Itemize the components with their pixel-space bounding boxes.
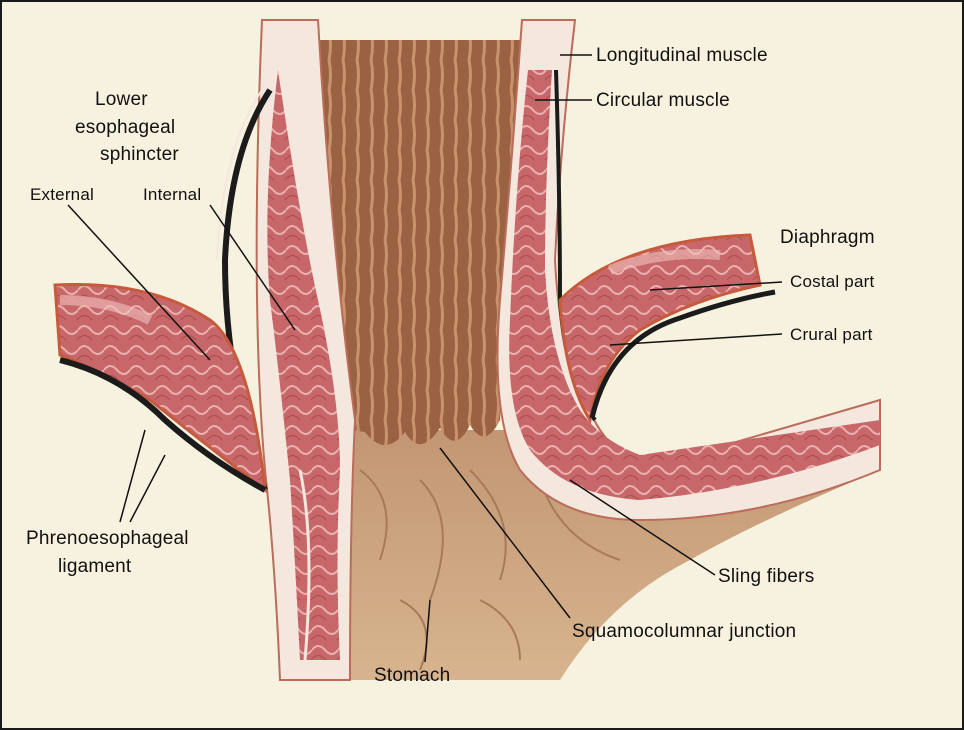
label-phrenoesophageal-line2: ligament <box>58 555 131 578</box>
label-circular-muscle: Circular muscle <box>596 89 730 112</box>
label-costal-part: Costal part <box>790 270 874 293</box>
label-external: External <box>30 183 94 206</box>
label-les-line3: sphincter <box>100 143 179 166</box>
label-les-line2: esophageal <box>75 116 175 139</box>
label-squamocolumnar-junction: Squamocolumnar junction <box>572 620 796 643</box>
label-longitudinal-muscle: Longitudinal muscle <box>596 44 768 67</box>
label-crural-part: Crural part <box>790 323 873 346</box>
label-internal: Internal <box>143 183 201 206</box>
label-diaphragm: Diaphragm <box>780 226 875 249</box>
label-stomach: Stomach <box>374 664 450 687</box>
label-sling-fibers: Sling fibers <box>718 565 814 588</box>
label-phrenoesophageal-line1: Phrenoesophageal <box>26 527 189 550</box>
label-les-line1: Lower <box>95 88 148 111</box>
